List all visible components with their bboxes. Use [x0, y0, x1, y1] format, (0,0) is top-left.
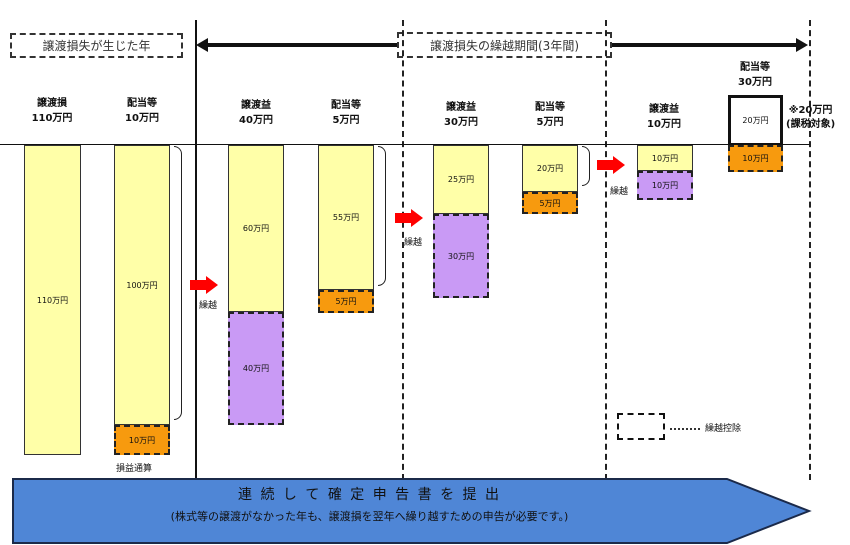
brace [582, 146, 590, 186]
carry-deduction-block: 40万円 [228, 312, 284, 425]
carry-arrow-icon [190, 276, 218, 294]
carry-arrow-icon [597, 156, 625, 174]
gain-block: 60万円 [228, 145, 284, 312]
offset-label: 損益通算 [116, 464, 153, 474]
year-divider [195, 20, 197, 480]
year-divider [809, 20, 811, 480]
gain-block: 10万円 [637, 145, 693, 171]
brace [378, 146, 386, 286]
year-divider [402, 20, 404, 480]
carry-label: 繰越 [199, 301, 218, 311]
carry-deduction-block: 5万円 [318, 290, 374, 313]
legend-leader [670, 428, 700, 430]
taxable-dividend-block: 20万円 [728, 95, 783, 146]
loss-year-label: 譲渡損失が生じた年 [10, 33, 183, 58]
dividend-block: 100万円 [114, 145, 170, 425]
carry-deduction-block: 30万円 [433, 214, 489, 298]
carry-arrow-icon [395, 209, 423, 227]
carry-deduction-block: 5万円 [522, 192, 578, 214]
carry-label: 繰越 [404, 238, 423, 248]
carry-label: 繰越 [610, 187, 629, 197]
banner-subtitle: (株式等の譲渡がなかった年も、譲渡損を翌年へ繰り越すための申告が必要です。) [170, 510, 569, 523]
dividend-block: 20万円 [522, 145, 578, 192]
carry-deduction-block: 10万円 [637, 171, 693, 200]
loss-year-text: 譲渡損失が生じた年 [42, 39, 151, 53]
dividend-block: 55万円 [318, 145, 374, 290]
baseline [0, 144, 810, 145]
carryover-period-text: 譲渡損失の繰越期間(3年間) [430, 38, 579, 53]
offset-block: 10万円 [114, 425, 170, 455]
carryover-period-label: 譲渡損失の繰越期間(3年間) [397, 32, 612, 58]
brace [174, 146, 182, 420]
legend-swatch [617, 413, 665, 440]
legend-label: 繰越控除 [705, 424, 742, 434]
gain-block: 25万円 [433, 145, 489, 214]
banner-arrow [12, 478, 812, 544]
year-divider [605, 20, 607, 480]
loss-block: 110万円 [24, 145, 81, 455]
taxable-note: ※20万円(課税対象) [786, 105, 836, 130]
banner-title: 連 続 し て 確 定 申 告 書 を 提 出 [238, 487, 501, 503]
carry-deduction-block: 10万円 [728, 145, 783, 172]
